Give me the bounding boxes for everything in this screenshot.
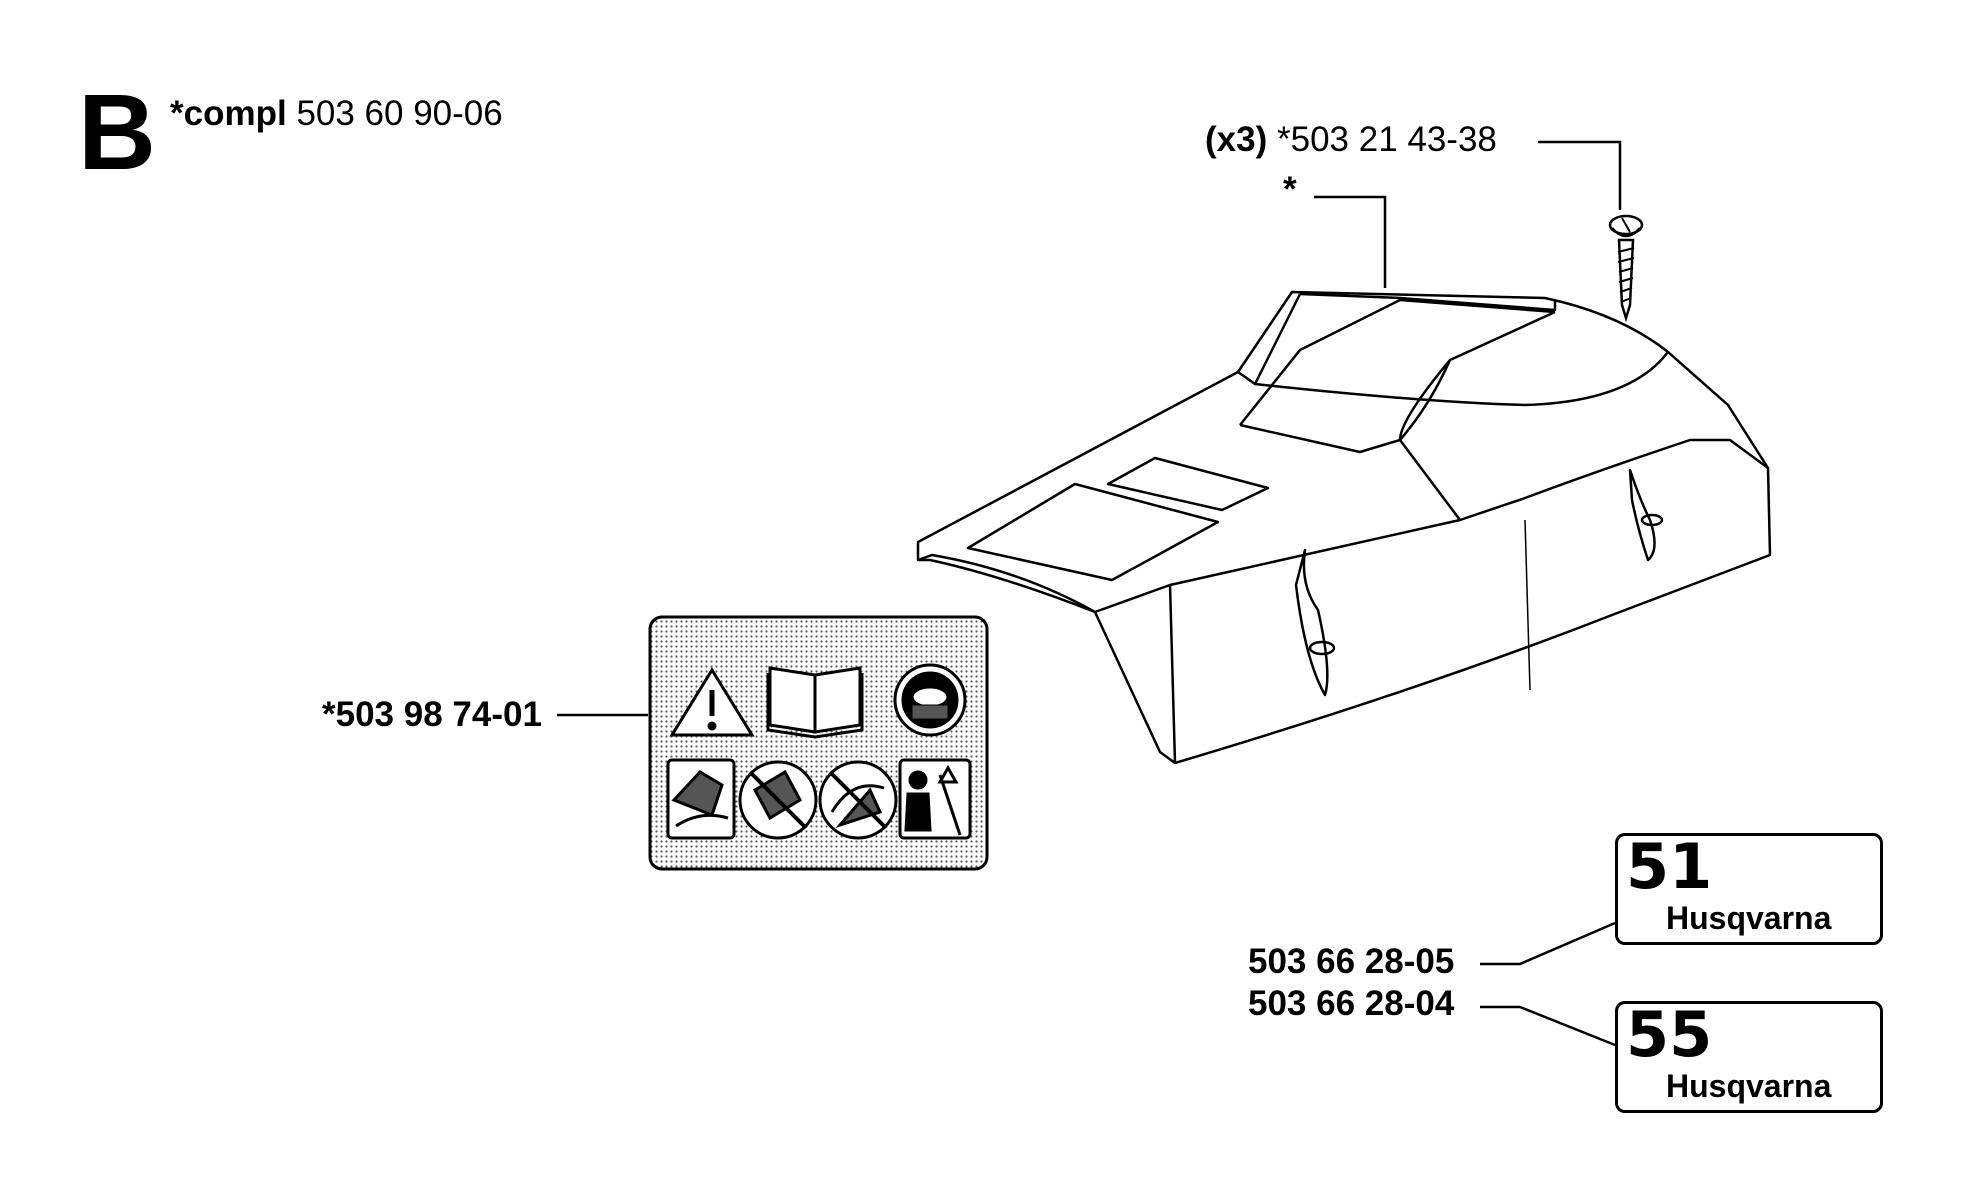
leader-lines xyxy=(557,140,1622,1047)
cover-drawing xyxy=(916,290,1772,765)
assembly-prefix: *compl xyxy=(170,94,287,133)
label-55-part-number: 503 66 28-04 xyxy=(1248,984,1455,1023)
section-letter: B xyxy=(78,71,156,192)
screw-quantity: (x3) xyxy=(1205,120,1268,159)
manual-book-icon xyxy=(766,666,864,739)
decal-part-number: *503 98 74-01 xyxy=(322,695,542,734)
badge-brand: Husqvarna xyxy=(1626,1070,1831,1102)
badge-brand: Husqvarna xyxy=(1626,902,1831,934)
badge-model-number: 55 xyxy=(1626,998,1713,1071)
screw-drawing xyxy=(1608,214,1644,323)
badge-brand-name: Husqvarna xyxy=(1666,900,1832,936)
assembly-label: *compl 503 60 90-06 xyxy=(170,96,503,131)
protective-gear-icon xyxy=(893,663,967,737)
screw-part-number: *503 21 43-38 xyxy=(1276,120,1497,159)
screw-callout: (x3) *503 21 43-38 xyxy=(1205,122,1497,157)
label-55-leader-line xyxy=(1480,1005,1616,1047)
warning-decal xyxy=(648,615,989,871)
label-51-leader-line xyxy=(1480,921,1616,966)
model-badge-51: 51 Husqvarna xyxy=(1615,833,1883,945)
badge-model-number: 51 xyxy=(1626,830,1713,903)
cover-callout: * xyxy=(1283,170,1297,209)
model-badge-55: 55 Husqvarna xyxy=(1615,1001,1883,1113)
no-cutting-icon xyxy=(738,760,818,840)
operator-safety-icon xyxy=(898,758,972,840)
screw-leader-line xyxy=(1538,140,1622,210)
no-debris-icon xyxy=(818,760,898,840)
cover-leader-line xyxy=(1314,195,1387,288)
badge-brand-name: Husqvarna xyxy=(1666,1068,1832,1104)
hand-injury-icon xyxy=(666,758,736,840)
assembly-part-number: 503 60 90-06 xyxy=(296,94,503,133)
label-51-part-number: 503 66 28-05 xyxy=(1248,942,1455,981)
